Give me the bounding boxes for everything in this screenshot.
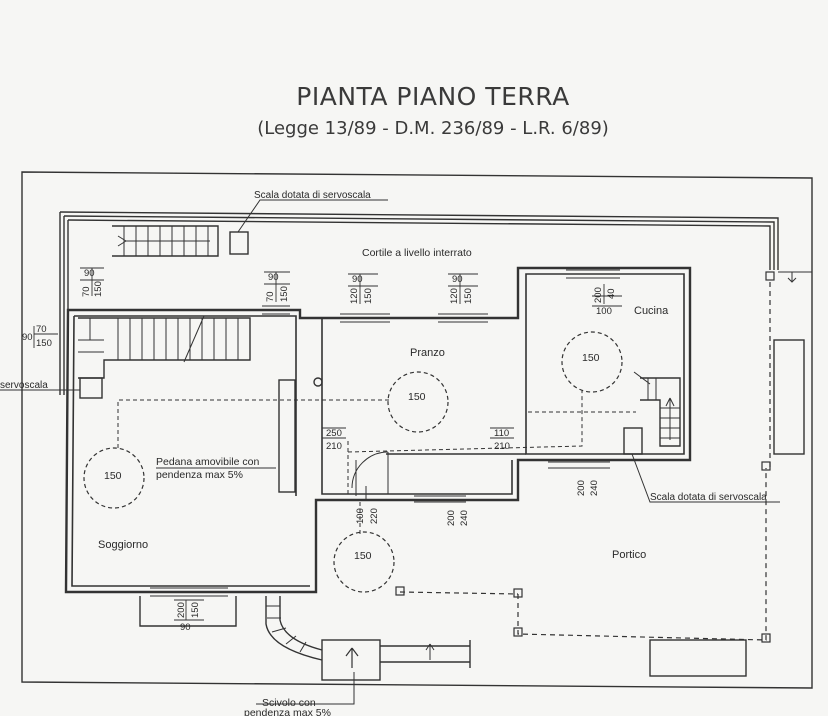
dim-sogg-150: 150 xyxy=(190,602,201,618)
portico-outline xyxy=(399,282,771,641)
room-label-pranzo: Pranzo xyxy=(410,347,445,359)
dim-cucina-door-200: 200 xyxy=(576,480,587,496)
circle-label-cucina: 150 xyxy=(582,352,600,364)
scivolo-curve xyxy=(265,596,323,661)
stairs-soggiorno xyxy=(78,317,251,379)
dim-porta-220: 220 xyxy=(369,508,380,524)
room-label-cucina: Cucina xyxy=(634,305,669,317)
courtyard-wall-inner xyxy=(67,219,771,270)
door-jambs xyxy=(355,452,389,496)
hinge-marker xyxy=(313,377,323,387)
stairs-top xyxy=(112,225,219,257)
dim-porta-200: 200 xyxy=(446,510,457,526)
dim-70-mid: 70 xyxy=(265,291,276,302)
dim-120-a: 120 xyxy=(349,288,360,304)
dim-left-150: 150 xyxy=(36,338,52,349)
turning-circles xyxy=(83,331,623,593)
house-outer-wall xyxy=(64,266,692,594)
soggiorno-inner-wall xyxy=(74,315,297,496)
vertical-dimensions: 70 150 70 150 120 150 120 150 200 40 100… xyxy=(81,281,617,618)
servoscala-box-right xyxy=(623,427,643,455)
dim-150-top: 150 xyxy=(93,281,104,297)
room-label-portico: Portico xyxy=(612,549,646,561)
dim-90-b: 90 xyxy=(452,274,463,285)
note-servoscala-left: servoscala xyxy=(0,380,48,391)
scivolo-ramp-arrow xyxy=(425,643,435,660)
portico-pillars xyxy=(395,271,775,643)
servoscala-leader-right xyxy=(631,453,780,503)
dim-cucina-200: 200 xyxy=(593,287,604,303)
room-label-cortile: Cortile a livello interrato xyxy=(362,247,472,259)
note-servoscala-right: Scala dotata di servoscala xyxy=(650,492,767,503)
courtyard-wall-mid xyxy=(63,215,775,270)
door-swing-pranzo xyxy=(351,451,389,489)
dim-90-mid: 90 xyxy=(268,272,279,283)
servoscala-box-top xyxy=(229,231,249,255)
note-servoscala-top: Scala dotata di servoscala xyxy=(254,190,371,201)
cucina-inner-wall xyxy=(525,273,685,455)
note-pedana-line2: pendenza max 5% xyxy=(156,469,243,481)
stairs-top-arrow xyxy=(117,235,210,247)
stairs-cucina-arrow xyxy=(665,397,675,440)
dim-90-top: 90 xyxy=(84,268,95,279)
dim-porta-100: 100 xyxy=(355,508,366,524)
stairs-cucina-cut xyxy=(633,371,651,385)
page-title: PIANTA PIANO TERRA xyxy=(296,82,570,111)
dim-120-b: 120 xyxy=(449,288,460,304)
pedana-ramp xyxy=(278,379,296,493)
window-marks xyxy=(150,269,620,597)
dimension-frames xyxy=(33,267,622,621)
circle-label-portico: 150 xyxy=(354,550,372,562)
dim-70-top: 70 xyxy=(81,286,92,297)
page-subtitle: (Legge 13/89 - D.M. 236/89 - L.R. 6/89) xyxy=(257,118,609,139)
dim-left-90: 90 xyxy=(22,332,33,343)
servoscala-box-left xyxy=(79,377,103,399)
dim-cucina-door-240: 240 xyxy=(589,480,600,496)
room-label-soggiorno: Soggiorno xyxy=(98,539,148,551)
stairs-cut-line xyxy=(183,315,205,363)
scivolo-curve-marks xyxy=(266,605,307,653)
dim-cucina-100: 100 xyxy=(596,306,612,317)
lot-boundary xyxy=(21,171,813,689)
circle-label-pranzo: 150 xyxy=(408,391,426,403)
dim-90-a: 90 xyxy=(352,274,363,285)
dim-210-b: 210 xyxy=(494,441,510,452)
stairs-cucina-treads xyxy=(647,378,680,439)
stairs-cucina xyxy=(640,377,681,447)
dim-sogg-200: 200 xyxy=(176,602,187,618)
note-scivolo-line2: pendenza max 5% xyxy=(244,707,331,716)
dim-sogg-90: 90 xyxy=(180,622,191,633)
portico-front-bench xyxy=(649,639,747,677)
soggiorno-inner-wall-2 xyxy=(71,315,310,587)
dim-210-a: 210 xyxy=(326,441,342,452)
dim-left-70: 70 xyxy=(36,324,47,335)
dim-cucina-40: 40 xyxy=(606,288,617,299)
dim-110: 110 xyxy=(494,428,509,439)
soggiorno-balcony xyxy=(139,596,237,627)
stairs-soggiorno-treads xyxy=(78,318,239,360)
servoscala-leader-top xyxy=(237,199,388,233)
note-scivolo-line1: Scivolo con xyxy=(262,697,316,709)
portico-side-bench xyxy=(773,339,805,455)
scivolo-up-arrow xyxy=(345,647,359,668)
gate-marker xyxy=(778,271,812,283)
scivolo-ramp xyxy=(380,640,471,668)
note-pedana-line1: Pedana amovibile con xyxy=(156,456,259,468)
circle-label-soggiorno: 150 xyxy=(104,470,122,482)
dim-porta-240: 240 xyxy=(459,510,470,526)
dim-150-a: 150 xyxy=(363,288,374,304)
scivolo-landing xyxy=(321,639,381,681)
dim-250: 250 xyxy=(326,428,342,439)
accessible-routes xyxy=(117,390,636,534)
pranzo-inner-wall xyxy=(321,318,513,495)
dim-150-mid: 150 xyxy=(279,286,290,302)
scivolo-leader xyxy=(256,672,355,705)
courtyard-wall-outer xyxy=(59,211,779,270)
dim-150-b: 150 xyxy=(463,288,474,304)
